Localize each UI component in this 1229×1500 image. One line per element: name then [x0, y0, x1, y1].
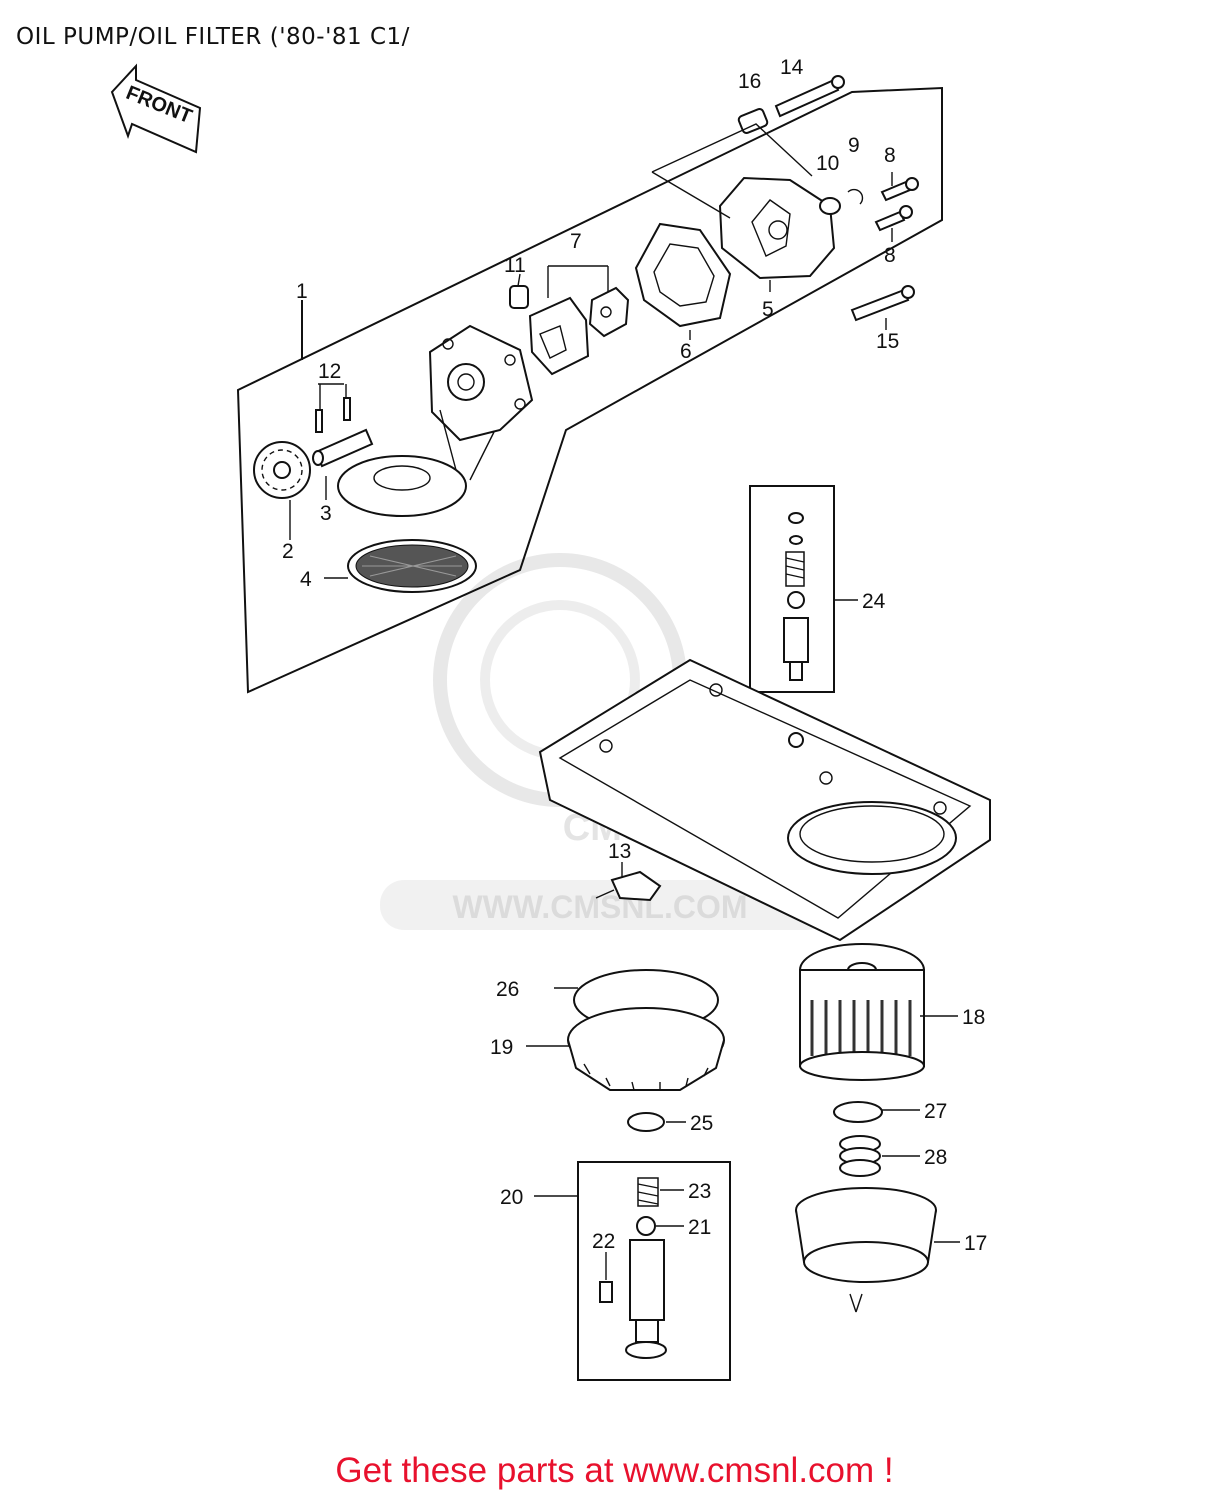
oil-filter-part: [799, 943, 925, 1081]
callout-19: 19: [490, 1036, 513, 1059]
relief-valve-box: [749, 485, 835, 693]
callout-21: 21: [688, 1216, 711, 1239]
bypass-valve-part: [599, 1177, 667, 1359]
bolt-part-8b: [874, 205, 913, 232]
watermark-url: WWW.CMSNL.COM: [452, 889, 747, 925]
callout-7: 7: [570, 230, 582, 253]
callout-14: 14: [780, 56, 804, 79]
filter-housing-part: [795, 1187, 937, 1313]
callout-10: 10: [816, 152, 839, 175]
relief-valve-part: [783, 512, 809, 681]
callout-18: 18: [962, 1006, 985, 1029]
callout-13: 13: [608, 840, 631, 863]
callout-15: 15: [876, 330, 899, 353]
callout-6: 6: [680, 340, 692, 363]
filter-cover-part: [567, 1007, 725, 1091]
oil-pump-body-part: [337, 324, 534, 517]
callout-5: 5: [762, 298, 774, 321]
oil-screen-part: [347, 539, 477, 593]
front-arrow-icon: FRONT: [110, 63, 202, 154]
gasket-part: [634, 222, 732, 328]
oil-pan-part: [538, 658, 991, 942]
callout-labels: 1 2 3 4 5 6 7 8 8 9 10 11 12 13 14 15 16…: [282, 56, 987, 1255]
bolt-part-8a: [880, 177, 919, 202]
pump-cover-part: [718, 176, 836, 280]
callout-11: 11: [504, 254, 526, 277]
callout-9: 9: [848, 134, 860, 157]
callout-27: 27: [924, 1100, 947, 1123]
callout-8a: 8: [884, 144, 896, 167]
callout-17: 17: [964, 1232, 987, 1255]
oil-pump-group-outline: [236, 86, 943, 694]
washer-part: [819, 197, 841, 215]
callout-8b: 8: [884, 244, 896, 267]
page-title: OIL PUMP/OIL FILTER ('80-'81 C1/: [16, 24, 410, 50]
callout-23: 23: [688, 1180, 711, 1203]
front-arrow-label: FRONT: [123, 82, 195, 128]
callout-20: 20: [500, 1186, 523, 1209]
callout-4: 4: [300, 568, 312, 591]
rotor-set-part: [528, 286, 630, 376]
o-ring-part-25: [627, 1112, 665, 1132]
callout-1: 1: [296, 280, 308, 303]
washer-part-27: [833, 1101, 883, 1123]
sprocket-part: [253, 441, 311, 499]
callout-3: 3: [320, 502, 332, 525]
callout-16: 16: [738, 70, 761, 93]
oil-pressure-switch-part: [595, 870, 662, 902]
bolt-part-14: [774, 75, 845, 118]
bolt-part-15: [850, 285, 915, 322]
get-parts-link[interactable]: Get these parts at www.cmsnl.com !: [335, 1451, 894, 1490]
bypass-valve-box: [577, 1161, 731, 1381]
spring-part-28: [839, 1135, 881, 1177]
callout-2: 2: [282, 540, 294, 563]
dowel-pin-part: [509, 285, 529, 309]
circlip-part: [847, 188, 864, 205]
callout-26: 26: [496, 978, 519, 1001]
callout-12: 12: [318, 360, 341, 383]
pump-shaft-part: [312, 428, 374, 468]
callout-22: 22: [592, 1230, 615, 1253]
callout-28: 28: [924, 1146, 947, 1169]
pins-part: [315, 397, 351, 433]
leader-lines: [289, 172, 960, 1280]
callout-24: 24: [862, 590, 886, 613]
callout-25: 25: [690, 1112, 713, 1135]
